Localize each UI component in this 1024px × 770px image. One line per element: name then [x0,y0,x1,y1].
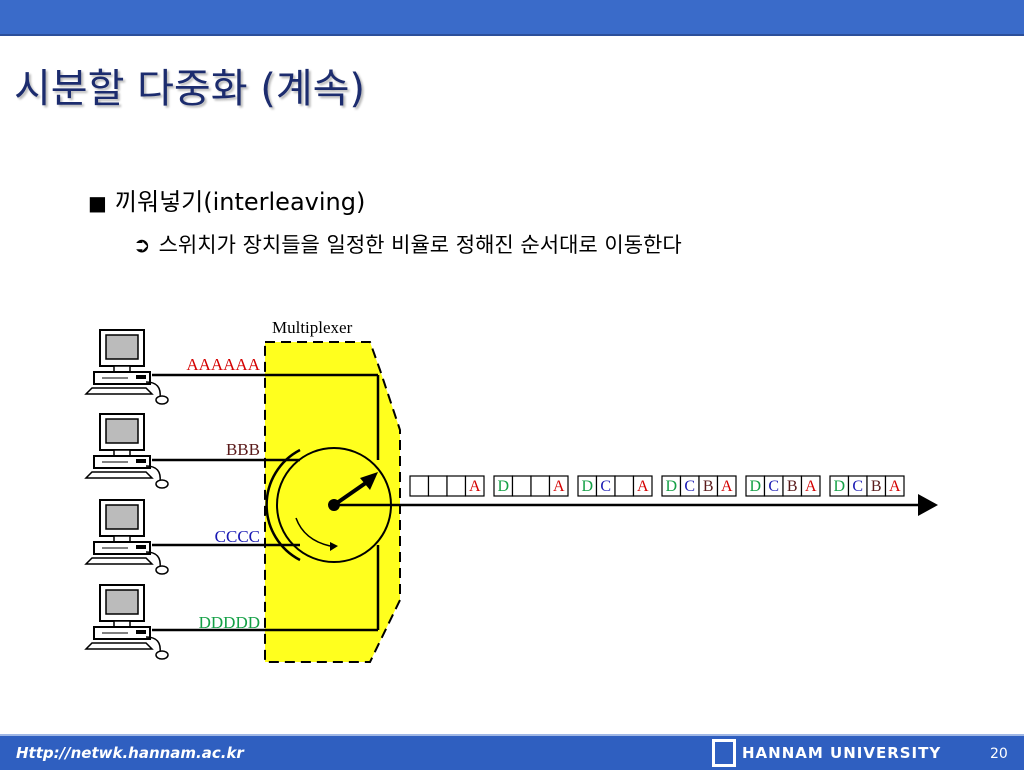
input-label-d: DDDDD [199,613,260,632]
computer-a-icon [85,329,169,405]
frame-slot [884,475,905,497]
computer-d-icon [85,584,169,660]
bullet-item: ■ 끼워넣기(interleaving) [88,182,365,217]
frame-slot [530,475,551,497]
frame-slot-letter: A [721,478,733,495]
page-number: 20 [990,746,1008,762]
frame-slot-letter: A [889,478,901,495]
square-bullet-icon: ■ [88,191,107,215]
frame-slot-letter: A [553,478,565,495]
output-arrow-icon [918,494,938,516]
frame-slot-letter: D [833,478,845,495]
input-label-b: BBB [226,440,260,459]
sub-bullet-text: 스위치가 장치들을 일정한 비율로 정해진 순서대로 이동한다 [158,233,682,257]
frame-slot-letter: D [497,478,509,495]
frame-slot [446,475,467,497]
frame-slot-letter: A [469,478,481,495]
frame-slot [614,475,635,497]
frame-slot [427,475,448,497]
computer-c-icon [85,499,169,575]
frame-slot-letter: C [684,478,695,495]
frame: A [409,475,485,497]
frame-slot-letter: C [600,478,611,495]
frame-slot-letter: A [805,478,817,495]
switch-arm [332,478,372,507]
frame-slot-letter: C [852,478,863,495]
frame-slot-letter: B [871,478,882,495]
frame-slot [800,475,821,497]
frame-slot-letter: D [665,478,677,495]
top-bar [0,0,1024,36]
multiplexer-label: Multiplexer [272,318,353,337]
input-label-c: CCCC [215,527,260,546]
frame-slot [409,475,430,497]
rotation-arrow-icon [295,517,331,547]
frame-slot [548,475,569,497]
computer-b-icon [85,413,169,489]
frame-slot-letter: B [703,478,714,495]
university-logo-icon [712,739,736,767]
arrow-bullet-icon: ➲ [133,233,151,257]
frame-slot-letter: D [749,478,761,495]
footer-bar: Http://netwk.hannam.ac.kr HANNAM UNIVERS… [0,734,1024,770]
frame-slot [511,475,532,497]
frame-slot-letter: B [787,478,798,495]
input-label-a: AAAAAA [186,355,260,374]
frame-slot [464,475,485,497]
footer-university: HANNAM UNIVERSITY [742,744,942,762]
frame-slot [632,475,653,497]
footer-url[interactable]: Http://netwk.hannam.ac.kr [16,744,244,762]
frame-slot-letter: A [637,478,649,495]
frame-slot [716,475,737,497]
sub-bullet-item: ➲ 스위치가 장치들을 일정한 비율로 정해진 순서대로 이동한다 [133,229,682,259]
slide-title: 시분할 다중화 (계속) [14,66,366,112]
frame-slot-letter: C [768,478,779,495]
bullet-text: 끼워넣기(interleaving) [114,188,366,216]
frame-slot-letter: D [581,478,593,495]
